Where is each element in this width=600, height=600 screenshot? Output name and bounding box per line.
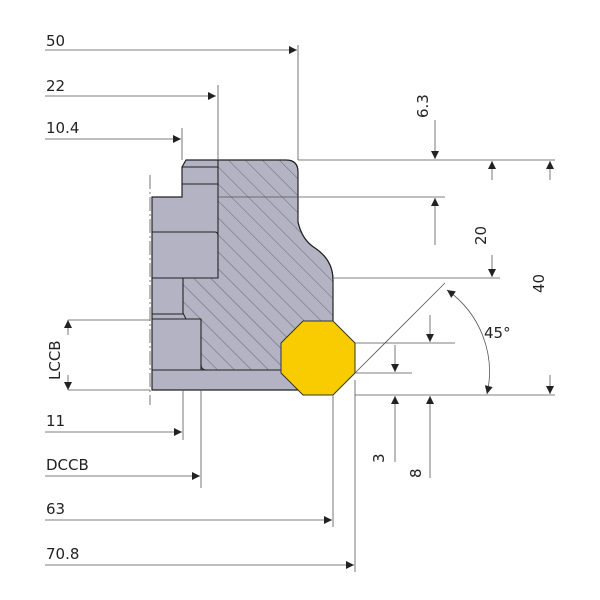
dim-70-8: 70.8 bbox=[46, 545, 79, 563]
dim-6-3: 6.3 bbox=[414, 94, 432, 118]
dim-3: 3 bbox=[370, 453, 388, 463]
insert-octagon bbox=[280, 320, 356, 396]
dim-20: 20 bbox=[472, 226, 490, 245]
dim-11: 11 bbox=[46, 412, 65, 430]
dim-40: 40 bbox=[530, 274, 548, 293]
dim-50: 50 bbox=[46, 32, 65, 50]
dim-22: 22 bbox=[46, 77, 65, 95]
cutter-body bbox=[151, 159, 334, 391]
dim-63: 63 bbox=[46, 500, 65, 518]
angle-45: 45° bbox=[484, 324, 511, 342]
dim-lccb: LCCB bbox=[46, 340, 64, 380]
dim-dccb: DCCB bbox=[46, 456, 89, 474]
dimension-labels: 50 22 10.4 11 DCCB 63 70.8 45° LCCB 6.3 … bbox=[46, 32, 548, 563]
dim-10-4: 10.4 bbox=[46, 119, 79, 137]
dimension-lines bbox=[45, 45, 555, 572]
dim-8: 8 bbox=[407, 468, 425, 478]
